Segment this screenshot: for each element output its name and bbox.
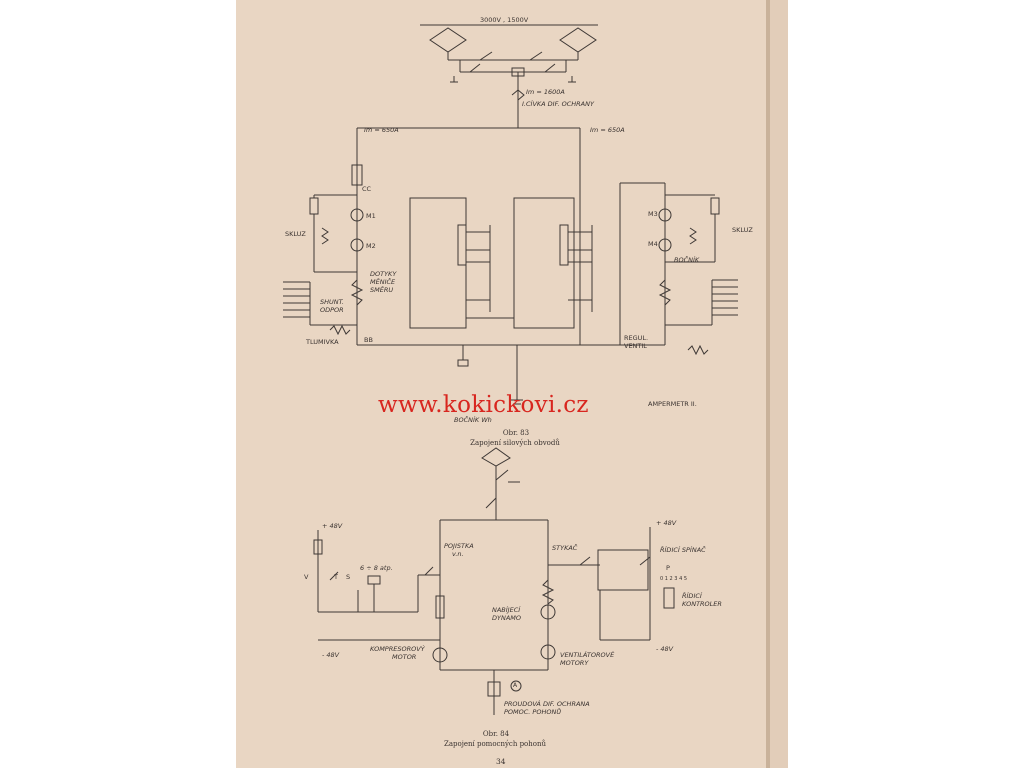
stykac-label: STYKAČ (552, 544, 578, 552)
regul-label-1: REGUL. (624, 334, 649, 342)
a-label: A (513, 682, 518, 689)
ventilatorove-label-2: MOTORY (560, 659, 589, 667)
numbers-label: 0 1 2 3 4 5 (660, 576, 688, 582)
fig83-number: Obr. 83 (502, 429, 530, 437)
im1600-label: Im = 1600A (526, 88, 565, 96)
fig83-caption: Zapojení silových obvodů (470, 439, 560, 447)
bocnik-wh-label: BOČNÍK Wh (454, 416, 492, 424)
fig84-number: Obr. 84 (482, 730, 510, 738)
page-number: 34 (496, 757, 506, 766)
im650-left-label: Im = 650A (364, 126, 399, 134)
v-label: V (304, 573, 309, 581)
tlumivka-label: TLUMIVKA (306, 338, 339, 346)
m4-label: M4 (648, 240, 658, 248)
bb-label: BB (364, 336, 373, 344)
book-spine (766, 0, 770, 768)
dotyky-label-2: MĚNIČE (370, 278, 396, 286)
m1-label: M1 (366, 212, 376, 220)
civka-label: I.CÍVKA DIF. OCHRANY (522, 100, 594, 108)
nabijeci-label-1: NABÍJECÍ (492, 606, 521, 614)
voltage-label: 3000V , 1500V (480, 16, 529, 24)
pojistka-label-1: POJISTKA (444, 542, 474, 550)
fig84-caption: Zapojení pomocných pohonů (443, 740, 547, 748)
dotyky-label-3: SMĚRU (370, 286, 394, 294)
plus48-right-label: + 48V (656, 519, 677, 527)
m2-label: M2 (366, 242, 376, 250)
ventilatorove-label-1: VENTILÁTOROVÉ (560, 651, 615, 659)
nabijeci-label-2: DYNAMO (492, 614, 522, 622)
bocnik-label: BOČNÍK (674, 256, 700, 264)
p-label: P (666, 564, 670, 572)
cc-label: CC (362, 185, 372, 193)
ridici-spinac-label: ŘÍDICÍ SPÍNAČ (660, 546, 706, 554)
shunt-label-2: ODPOR (320, 306, 344, 314)
im650-right-label: Im = 650A (590, 126, 625, 134)
figure-84-diagram (313, 447, 675, 715)
t-label: T (334, 573, 338, 581)
kompresorovy-label-2: MOTOR (392, 653, 417, 661)
plus48-left-label: + 48V (322, 522, 343, 530)
next-page-edge (770, 0, 788, 768)
skluz-left-label: SKLUZ (285, 230, 306, 238)
regul-label-2: VENTIL (624, 342, 647, 350)
shunt-label-1: SHUNT. (320, 298, 344, 306)
atp-label: 6 ÷ 8 atp. (360, 564, 393, 572)
proudova-label-1: PROUDOVÁ DIF. OCHRANA (504, 700, 590, 708)
ridici-kontroler-label-2: KONTROLER (682, 600, 722, 608)
figure-83-diagram (283, 24, 738, 405)
dotyky-label-1: DOTYKY (370, 270, 397, 278)
minus48-left-label: - 48V (322, 651, 340, 659)
minus48-right-label: - 48V (656, 645, 674, 653)
kompresorovy-label-1: KOMPRESOROVÝ (370, 645, 425, 653)
ridici-kontroler-label-1: ŘÍDICÍ (682, 592, 702, 600)
pojistka-label-2: v.n. (452, 550, 464, 558)
m3-label: M3 (648, 210, 658, 218)
s-label: S (346, 573, 351, 581)
ampermetr-label: AMPERMETR II. (648, 400, 697, 408)
proudova-label-2: POMOC. POHONŮ (504, 708, 562, 716)
watermark-text: www.kokickovi.cz (378, 392, 589, 418)
skluz-right-label: SKLUZ (732, 226, 753, 234)
